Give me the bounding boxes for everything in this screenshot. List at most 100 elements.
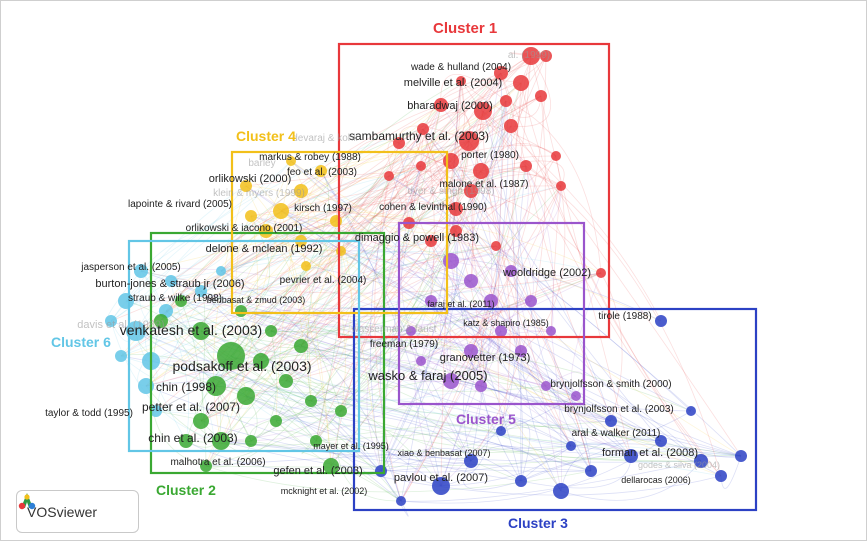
- node-label[interactable]: petter et al. (2007): [142, 400, 240, 414]
- node-label[interactable]: granovetter (1973): [440, 352, 531, 364]
- network-node[interactable]: [179, 434, 193, 448]
- node-label[interactable]: orlikowski & iacono (2001): [186, 223, 303, 234]
- network-node[interactable]: [495, 325, 507, 337]
- network-node[interactable]: [301, 261, 311, 271]
- network-node[interactable]: [175, 295, 187, 307]
- network-node[interactable]: [655, 315, 667, 327]
- network-node[interactable]: [525, 295, 537, 307]
- network-node[interactable]: [425, 235, 437, 247]
- node-label[interactable]: freeman (1979): [370, 339, 438, 350]
- node-label[interactable]: melville et al. (2004): [404, 77, 502, 89]
- network-node[interactable]: [195, 285, 207, 297]
- network-node[interactable]: [432, 477, 450, 495]
- network-node[interactable]: [126, 321, 146, 341]
- network-node[interactable]: [245, 435, 257, 447]
- network-node[interactable]: [473, 163, 489, 179]
- network-node[interactable]: [193, 413, 209, 429]
- network-node[interactable]: [553, 483, 569, 499]
- network-node[interactable]: [624, 449, 638, 463]
- node-label[interactable]: markus & robey (1988): [259, 152, 361, 163]
- network-node[interactable]: [686, 406, 696, 416]
- node-label[interactable]: benbasat & zmud (2003): [207, 295, 306, 305]
- node-label[interactable]: dimaggio & powell (1983): [355, 232, 479, 244]
- network-node[interactable]: [425, 295, 437, 307]
- node-label[interactable]: al. (1999): [508, 50, 550, 61]
- network-node[interactable]: [475, 380, 487, 392]
- network-node[interactable]: [500, 95, 512, 107]
- network-node[interactable]: [464, 184, 478, 198]
- network-node[interactable]: [323, 458, 339, 474]
- network-node[interactable]: [541, 381, 551, 391]
- network-node[interactable]: [417, 123, 429, 135]
- network-node[interactable]: [286, 156, 296, 166]
- network-node[interactable]: [566, 441, 576, 451]
- network-node[interactable]: [735, 450, 747, 462]
- node-label[interactable]: straub & wilke (1998): [128, 293, 222, 304]
- node-label[interactable]: cohen & levinthal (1990): [379, 202, 487, 213]
- network-node[interactable]: [335, 405, 347, 417]
- network-node[interactable]: [585, 465, 597, 477]
- network-node[interactable]: [484, 294, 498, 308]
- node-label[interactable]: davis et al. (1989): [77, 319, 164, 331]
- network-node[interactable]: [165, 275, 177, 287]
- network-node[interactable]: [450, 225, 462, 237]
- network-node[interactable]: [217, 342, 245, 370]
- node-label[interactable]: katz & shapiro (1985): [463, 318, 549, 328]
- network-node[interactable]: [330, 215, 342, 227]
- network-node[interactable]: [336, 246, 346, 256]
- network-node[interactable]: [496, 426, 506, 436]
- node-label[interactable]: pavlou et al. (2007): [394, 472, 488, 484]
- node-label[interactable]: xiao & benbasat (2007): [397, 448, 490, 458]
- network-node[interactable]: [416, 161, 426, 171]
- node-label[interactable]: taylor & todd (1995): [45, 408, 133, 419]
- network-node[interactable]: [571, 391, 581, 401]
- network-node[interactable]: [273, 203, 289, 219]
- network-node[interactable]: [491, 241, 501, 251]
- network-node[interactable]: [464, 344, 478, 358]
- node-label[interactable]: chin et al. (2003): [148, 431, 237, 445]
- network-node[interactable]: [294, 339, 308, 353]
- network-node[interactable]: [416, 356, 426, 366]
- network-node[interactable]: [154, 314, 168, 328]
- node-label[interactable]: tirole (1988): [598, 311, 651, 322]
- network-node[interactable]: [134, 264, 148, 278]
- network-node[interactable]: [396, 496, 406, 506]
- network-node[interactable]: [464, 454, 478, 468]
- node-label[interactable]: burton-jones & straub jr (2006): [95, 278, 244, 290]
- node-label[interactable]: brynjolfsson et al. (2003): [564, 404, 674, 415]
- node-label[interactable]: gefen et al. (2003): [273, 465, 362, 477]
- network-node[interactable]: [235, 305, 247, 317]
- node-label[interactable]: malhotra et al. (2006): [170, 457, 265, 468]
- node-label[interactable]: delone & mclean (1992): [206, 243, 323, 255]
- network-node[interactable]: [504, 119, 518, 133]
- node-label[interactable]: wade & hulland (2004): [410, 62, 511, 73]
- node-label[interactable]: wasko & faraj (2005): [367, 368, 487, 383]
- network-node[interactable]: [513, 75, 529, 91]
- network-node[interactable]: [535, 90, 547, 102]
- network-node[interactable]: [105, 315, 117, 327]
- node-label[interactable]: orlikowski (2000): [209, 173, 292, 185]
- node-label[interactable]: porter (1980): [461, 150, 519, 161]
- node-label[interactable]: jasperson et al. (2005): [80, 262, 181, 273]
- network-node[interactable]: [384, 171, 394, 181]
- network-node[interactable]: [212, 432, 230, 450]
- network-node[interactable]: [520, 160, 532, 172]
- network-node[interactable]: [206, 376, 226, 396]
- node-label[interactable]: klein & myers (1999): [213, 188, 305, 199]
- network-node[interactable]: [505, 265, 517, 277]
- network-node[interactable]: [270, 415, 282, 427]
- network-node[interactable]: [375, 465, 387, 477]
- node-label[interactable]: lapointe & rivard (2005): [128, 199, 232, 210]
- network-node[interactable]: [443, 153, 459, 169]
- network-node[interactable]: [494, 66, 508, 80]
- network-node[interactable]: [115, 350, 127, 362]
- node-label[interactable]: dellarocas (2006): [621, 475, 691, 485]
- network-node[interactable]: [515, 475, 527, 487]
- network-node[interactable]: [443, 253, 459, 269]
- network-node[interactable]: [694, 454, 708, 468]
- node-label[interactable]: forman et al. (2008): [602, 447, 698, 459]
- network-node[interactable]: [596, 268, 606, 278]
- network-node[interactable]: [522, 47, 540, 65]
- network-node[interactable]: [192, 322, 210, 340]
